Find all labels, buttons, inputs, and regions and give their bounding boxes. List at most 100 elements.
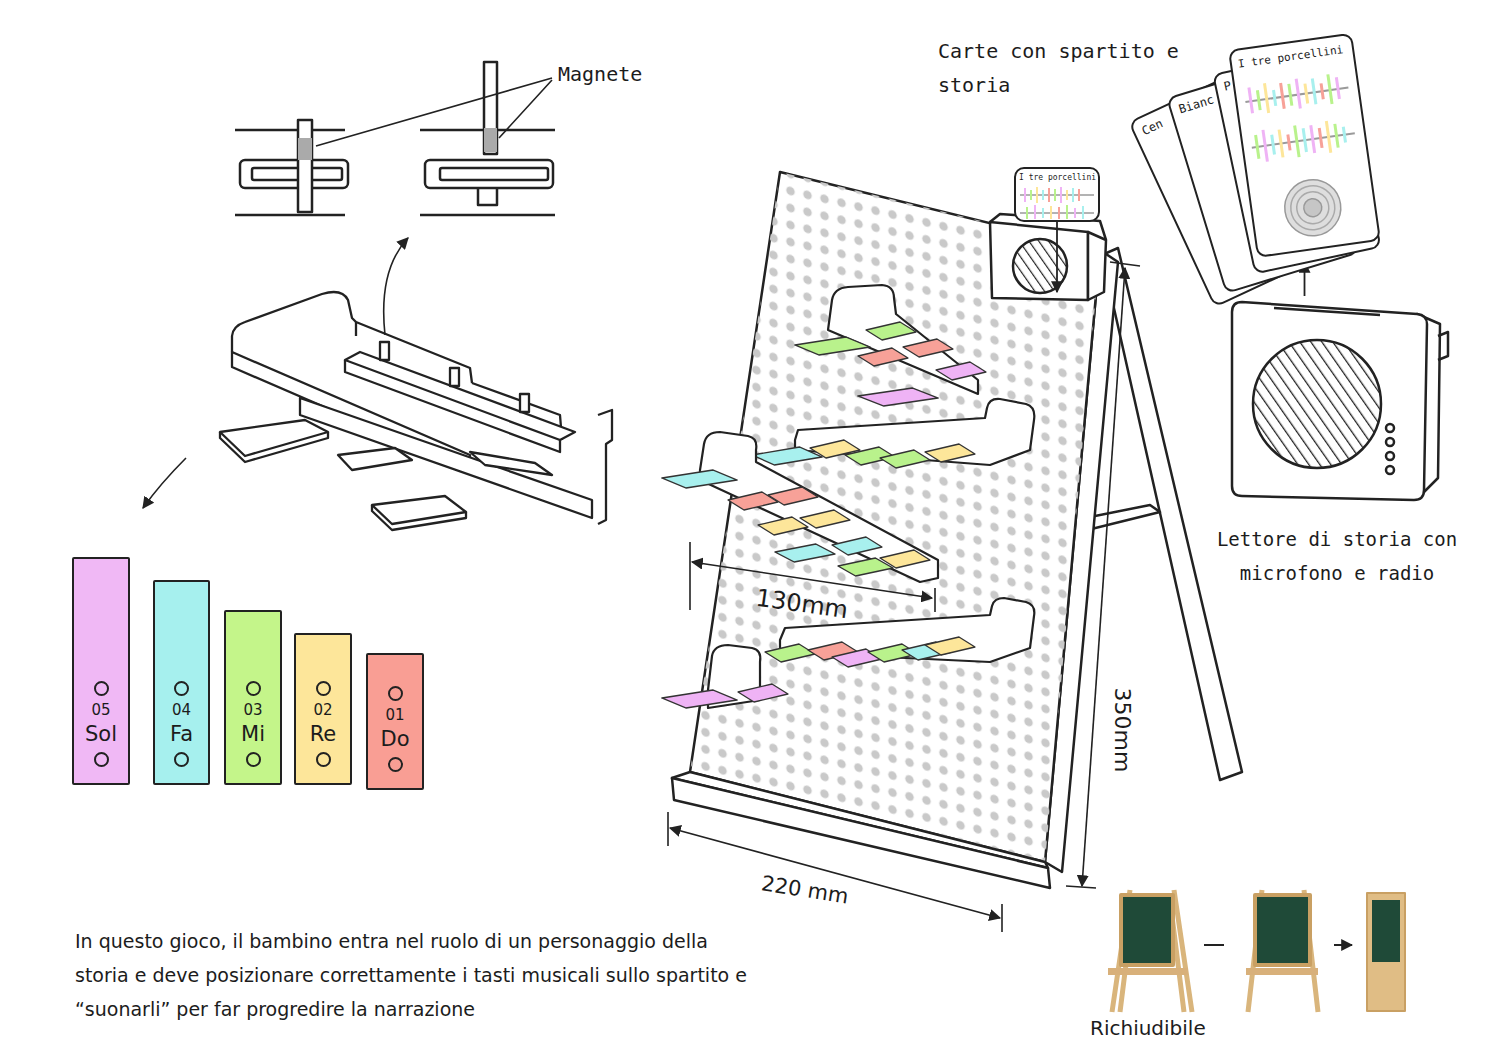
key-trays-part xyxy=(832,537,882,555)
magnet-detail-part xyxy=(425,160,553,188)
card-score xyxy=(1016,183,1098,219)
card-score-part xyxy=(1295,190,1331,226)
foldable-easel-photos-part xyxy=(1108,968,1188,975)
note-number: 02 xyxy=(313,700,332,720)
card-holder xyxy=(990,214,1106,300)
story-player-drawing-part-part xyxy=(1232,302,1427,500)
key-trays-part xyxy=(758,517,808,535)
key-module-sketch-part xyxy=(520,394,529,412)
story-player-drawing-part-part xyxy=(1386,424,1394,432)
key-trays xyxy=(662,285,1034,708)
key-module-sketch-part xyxy=(450,368,459,386)
key-module-sketch-part xyxy=(470,452,552,475)
key-trays-part xyxy=(858,388,938,406)
card-score-part xyxy=(1024,188,1026,202)
card-score-part xyxy=(1050,206,1052,219)
note-name: Sol xyxy=(85,720,117,748)
card-holder-part xyxy=(1088,232,1106,300)
part-label: Magnete xyxy=(558,62,642,86)
card-score-part xyxy=(1335,77,1341,99)
key-trays-part xyxy=(925,637,975,655)
xylophone-bar: 05 Sol xyxy=(72,557,130,785)
card-score-part xyxy=(1042,190,1044,200)
card-score xyxy=(1234,61,1377,251)
card-title: I tre porcellini xyxy=(1016,169,1098,182)
xylophone-bar: 01 Do xyxy=(366,653,424,790)
dimension-label: 130mm xyxy=(754,584,850,625)
story-player-drawing-part-part xyxy=(1386,466,1394,474)
note-number: 04 xyxy=(172,700,191,720)
key-module-sketch-part xyxy=(380,342,389,360)
dimension-lines-part xyxy=(1066,262,1140,888)
card-score-part xyxy=(1054,189,1056,201)
story-player-drawing-part-part xyxy=(1253,340,1381,468)
bar-hole xyxy=(316,752,331,767)
card-score-part xyxy=(1293,125,1300,157)
foldable-easel-photos-part xyxy=(1112,890,1192,1012)
card-score-part xyxy=(1066,190,1068,200)
dimension-lines xyxy=(668,262,1140,932)
card-score-part xyxy=(1303,198,1323,218)
story-player-drawing-part-part xyxy=(1386,438,1394,446)
key-module-sketch-part xyxy=(338,448,412,470)
pegboard-part xyxy=(690,172,1100,862)
magnet-detail-part xyxy=(484,128,497,152)
note-number: 03 xyxy=(243,700,262,720)
foldable-easel-photos-part xyxy=(1204,944,1352,946)
card-score-part xyxy=(1261,130,1268,162)
foldable-easel-photos xyxy=(1108,890,1405,1012)
card-score-part xyxy=(1042,208,1044,218)
card-score-part xyxy=(1263,83,1270,113)
bar-hole xyxy=(246,681,261,696)
note-name: Mi xyxy=(241,720,265,748)
card-score-part xyxy=(1325,121,1332,153)
key-module-sketch-part xyxy=(143,458,186,508)
key-module-sketch-part xyxy=(345,360,560,452)
key-trays-part xyxy=(765,644,815,662)
card-score-part xyxy=(1318,128,1324,148)
card-holder-part xyxy=(990,222,1088,300)
card-score-part xyxy=(1034,205,1036,219)
part-label: Richiudibile xyxy=(1090,1016,1206,1040)
connector-arrow xyxy=(1056,222,1058,292)
magnet-detail-part xyxy=(484,62,497,154)
card-score-part xyxy=(1333,124,1339,148)
note-name: Fa xyxy=(170,720,193,748)
key-trays-part xyxy=(768,487,818,505)
key-trays-part xyxy=(800,510,850,528)
pegboard-part xyxy=(672,778,1050,888)
card-score-part xyxy=(1078,189,1080,201)
key-trays-part xyxy=(795,337,870,355)
foldable-easel-photos-part xyxy=(1121,895,1173,965)
card-score-part xyxy=(1058,207,1060,219)
card-score-part xyxy=(1270,135,1276,155)
card-score-part xyxy=(1288,183,1338,233)
key-trays-part xyxy=(700,432,938,582)
note-name: Re xyxy=(310,720,337,748)
pegboard xyxy=(672,172,1118,888)
pegboard-part xyxy=(690,172,1100,862)
card-score-part xyxy=(1066,205,1068,219)
card-score-part xyxy=(1030,190,1032,200)
key-trays-part xyxy=(738,684,788,702)
part-label: Carte con spartito e storia xyxy=(938,34,1200,102)
story-player-drawing-part-part xyxy=(1274,308,1380,315)
card-score-part xyxy=(1326,74,1333,104)
dimension-label: 350mm xyxy=(1110,688,1135,773)
card-score-part xyxy=(1309,125,1316,153)
card-score-part xyxy=(1060,187,1062,203)
bar-hole xyxy=(388,757,403,772)
card-score-part xyxy=(1303,83,1309,103)
magnet-detail-part xyxy=(316,78,552,146)
key-trays-part xyxy=(866,322,916,340)
card-score-part xyxy=(1302,128,1308,152)
key-trays-part xyxy=(925,444,975,462)
story-player-drawing xyxy=(1212,296,1462,506)
magnet-detail-part xyxy=(240,160,348,188)
note-number: 01 xyxy=(385,705,404,725)
caption-text: In questo gioco, il bambino entra nel ru… xyxy=(75,924,765,1026)
note-name: Do xyxy=(380,725,409,753)
xylophone-bar: 04 Fa xyxy=(153,580,210,785)
